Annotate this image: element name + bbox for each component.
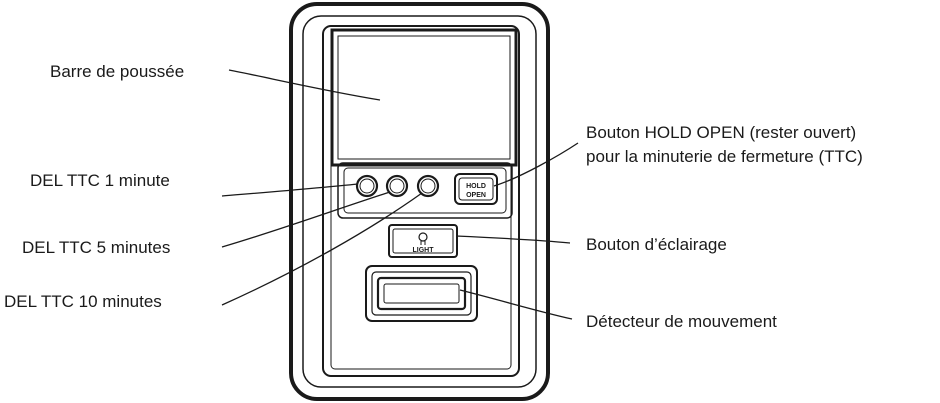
push-bar[interactable] (330, 28, 518, 167)
label-hold-open-line1: Bouton HOLD OPEN (rester ouvert) (586, 123, 856, 142)
device-inner-frame (302, 15, 537, 388)
device-face (322, 25, 520, 377)
leader-hold-open (493, 142, 579, 187)
leader-push-bar (228, 69, 381, 101)
leader-lines (221, 69, 579, 320)
label-hold-open-line2: pour la minuterie de fermeture (TTC) (586, 147, 863, 166)
leader-motion (459, 289, 573, 320)
label-push-bar: Barre de poussée (50, 62, 184, 81)
leader-led-10 (221, 192, 423, 306)
led-panel (337, 162, 513, 219)
open-text: OPEN (466, 192, 486, 199)
light-text: LIGHT (413, 247, 435, 254)
hold-open-button[interactable]: HOLD OPEN (454, 173, 498, 205)
leader-led-1 (221, 183, 359, 197)
led-panel-inner (343, 167, 507, 214)
push-bar-inner (337, 35, 511, 160)
led-5-minutes-inner (389, 178, 405, 194)
light-button[interactable]: LIGHT (388, 224, 458, 258)
wall-control-device: HOLD OPEN LIGHT (289, 2, 550, 401)
leader-light (455, 235, 571, 244)
label-led-10-minutes: DEL TTC 10 minutes (4, 292, 162, 311)
label-light-button: Bouton d’éclairage (586, 235, 727, 254)
motion-detector (365, 265, 478, 322)
light-bulb-icon (418, 232, 428, 245)
leader-led-5 (221, 191, 391, 248)
label-led-5-minutes: DEL TTC 5 minutes (22, 238, 170, 257)
label-motion-detector: Détecteur de mouvement (586, 312, 777, 331)
label-led-1-minute: DEL TTC 1 minute (30, 171, 170, 190)
led-10-minutes-inner (420, 178, 436, 194)
led-1-minute-inner (359, 178, 375, 194)
hold-text: HOLD (466, 183, 486, 190)
